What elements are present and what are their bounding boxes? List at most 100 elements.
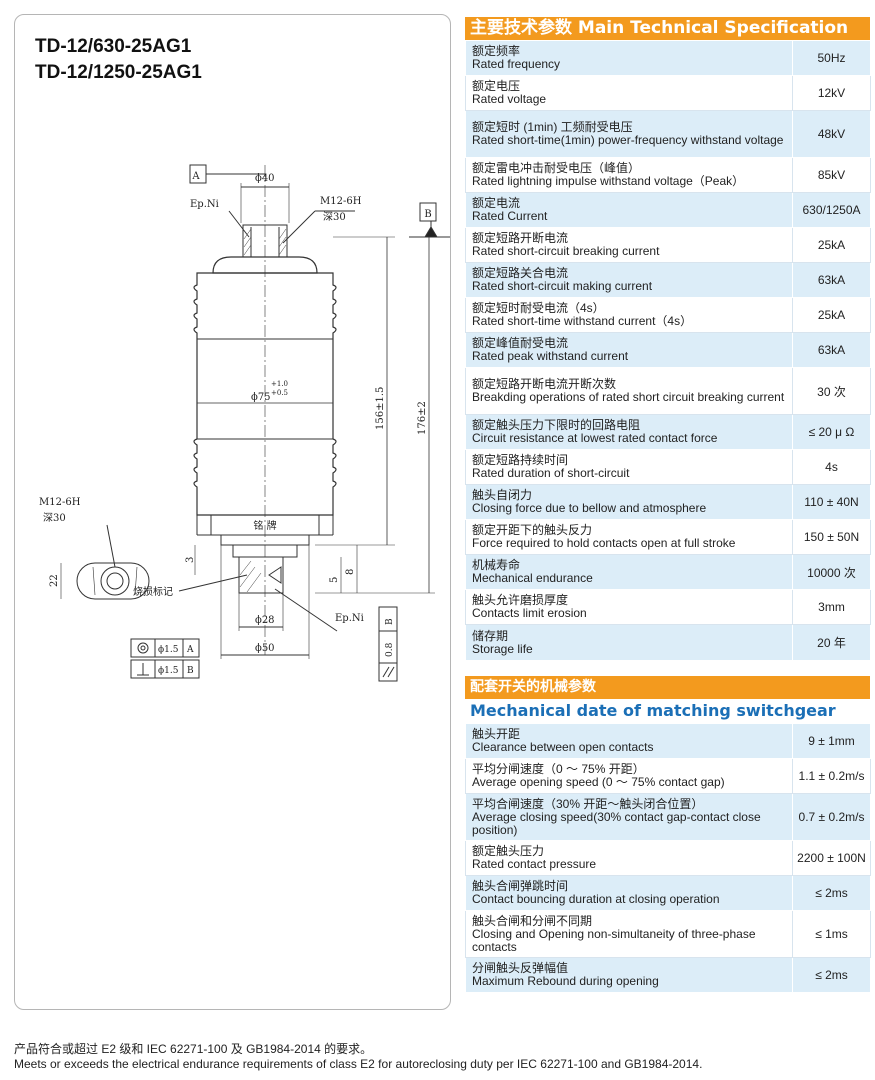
param-value: ≤ 2ms — [792, 875, 871, 911]
table-row: 平均合闸速度（30% 开距～触头闭合位置）Average closing spe… — [465, 793, 871, 841]
param-value: 150 ± 50N — [792, 519, 871, 555]
param-name-zh: 额定雷电冲击耐受电压（峰值） — [472, 161, 641, 175]
param-name-zh: 额定短路持续时间 — [472, 453, 569, 467]
param-name-zh: 机械寿命 — [472, 558, 521, 572]
param-cell: 平均合闸速度（30% 开距～触头闭合位置）Average closing spe… — [465, 793, 793, 841]
dim-phi75-tol-low: +0.5 — [271, 389, 288, 397]
tol-concentricity-ref: A — [186, 645, 194, 655]
param-name-en: Storage life — [472, 641, 533, 656]
param-name-zh: 额定短时 (1min) 工频耐受电压 — [472, 120, 633, 134]
param-name-zh: 触头开距 — [472, 727, 521, 741]
param-name-zh: 平均合闸速度（30% 开距～触头闭合位置） — [472, 796, 704, 811]
param-name-en: Closing force due to bellow and atmosphe… — [472, 501, 707, 515]
ep-ni-top-label: Ep.Ni — [190, 199, 219, 210]
param-name-en: Contacts limit erosion — [472, 606, 587, 620]
dim-phi75: ϕ75 — [251, 392, 271, 403]
table-row: 额定短时耐受电流（4s）Rated short-time withstand c… — [465, 297, 871, 333]
param-name-zh: 额定短路开断电流开断次数 — [472, 377, 617, 391]
param-value: 10000 次 — [792, 554, 871, 590]
model-name-1: TD-12/630-25AG1 — [35, 36, 192, 57]
model-name-2: TD-12/1250-25AG1 — [35, 62, 202, 83]
param-cell: 平均分闸速度（0 ～ 75% 开距）Average opening speed … — [465, 758, 793, 794]
param-name-en: Rated voltage — [472, 92, 547, 106]
param-value: 2200 ± 100N — [792, 840, 871, 876]
param-value: 12kV — [792, 75, 871, 111]
param-name-zh: 触头合闸弹跳时间 — [472, 879, 569, 893]
param-name-zh: 分闸触头反弹幅值 — [472, 961, 569, 975]
param-name-en: Average closing speed(30% contact gap-co… — [472, 809, 761, 837]
param-name-en: Average opening speed (0 ～ 75% contact g… — [472, 775, 725, 789]
param-cell: 额定短时耐受电流（4s）Rated short-time withstand c… — [465, 297, 793, 333]
spec-title: 主要技术参数 Main Technical Specification — [465, 17, 870, 40]
footnote-zh: 产品符合或超过 E2 级和 IEC 62271-100 及 GB1984-201… — [14, 1042, 373, 1056]
table-row: 额定雷电冲击耐受电压（峰值）Rated lightning impulse wi… — [465, 157, 871, 193]
param-name-zh: 额定开距下的触头反力 — [472, 523, 593, 537]
param-name-en: Rated short-time(1min) power-frequency w… — [472, 133, 784, 147]
param-value: 110 ± 40N — [792, 484, 871, 520]
param-value: ≤ 1ms — [792, 910, 871, 958]
param-value: ≤ 20 μ Ω — [792, 414, 871, 450]
param-value: 25kA — [792, 297, 871, 333]
param-name-zh: 额定电流 — [472, 196, 521, 210]
depth-side-label: 深30 — [43, 512, 66, 524]
flatness-value: 0.8 — [385, 642, 395, 657]
param-value: 85kV — [792, 157, 871, 193]
datum-a-label: A — [191, 171, 200, 182]
param-name-en: Circuit resistance at lowest rated conta… — [472, 431, 718, 445]
param-name-en: Rated short-time withstand current（4s） — [472, 314, 693, 328]
param-name-zh: 触头自闭力 — [472, 488, 533, 502]
dim-phi40: ϕ40 — [255, 173, 275, 184]
param-value: 3mm — [792, 589, 871, 625]
param-name-en: Rated peak withstand current — [472, 349, 629, 363]
table-row: 平均分闸速度（0 ～ 75% 开距）Average opening speed … — [465, 758, 871, 794]
dim-5: 5 — [329, 577, 340, 583]
spec-column: 主要技术参数 Main Technical Specification 额定频率… — [465, 17, 871, 993]
datum-b-label: B — [424, 209, 431, 220]
param-name-zh: 额定短路关合电流 — [472, 266, 569, 280]
param-name-zh: 触头合闸和分闸不同期 — [472, 913, 593, 928]
param-name-zh: 储存期 — [472, 628, 509, 643]
mech-title-zh: 配套开关的机械参数 — [465, 676, 870, 699]
param-value: 63kA — [792, 262, 871, 298]
param-name-zh: 额定触头压力下限时的回路电阻 — [472, 418, 641, 432]
flatness-ref: B — [385, 618, 395, 625]
dim-156: 156±1.5 — [375, 387, 386, 430]
param-name-zh: 额定电压 — [472, 79, 521, 93]
param-value: 20 年 — [792, 624, 871, 661]
param-name-en: Closing and Opening non-simultaneity of … — [472, 926, 756, 954]
param-name-zh: 额定触头压力 — [472, 844, 545, 858]
param-name-en: Rated frequency — [472, 57, 561, 71]
dim-8: 8 — [345, 569, 356, 575]
tol-concentricity-value: ϕ1.5 — [158, 645, 179, 655]
param-name-zh: 额定短时耐受电流（4s） — [472, 301, 605, 315]
param-name-en: Mechanical endurance — [472, 571, 593, 585]
drawing-panel: TD-12/630-25AG1 TD-12/1250-25AG1 — [14, 14, 451, 1010]
mech-title-en: Mechanical date of matching switchgear — [470, 701, 836, 720]
technical-drawing: A B ϕ40 Ep.Ni M12-6H 深30 ϕ75 +1.0 +0.5 1… — [39, 164, 450, 682]
